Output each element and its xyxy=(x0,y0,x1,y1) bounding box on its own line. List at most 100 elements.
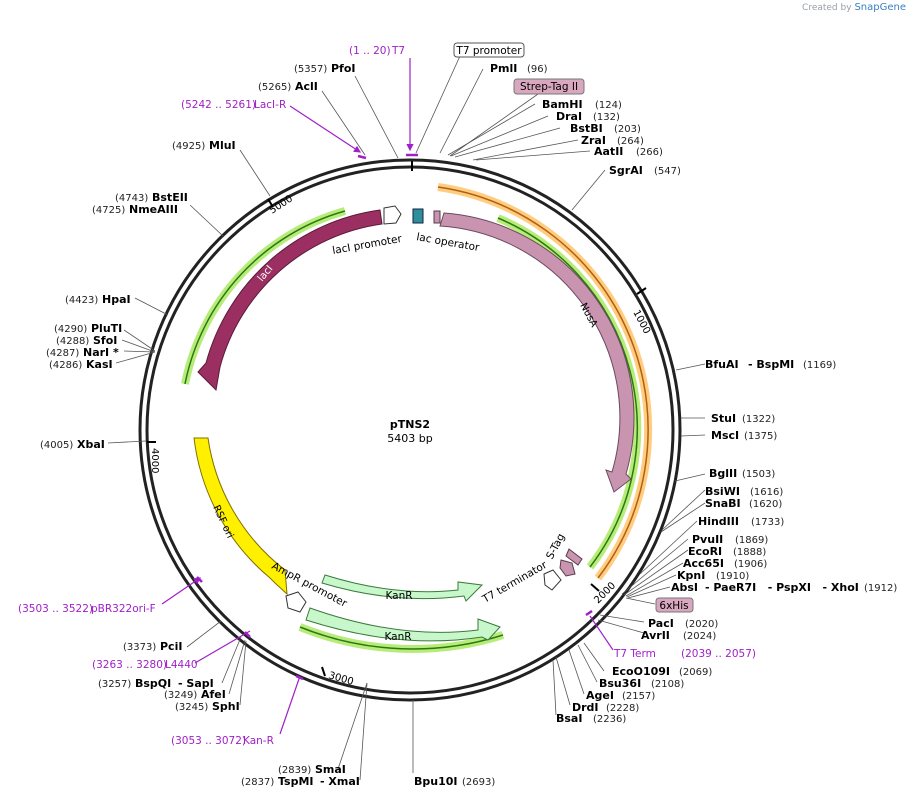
primer-t7-range: (1 .. 20) xyxy=(349,45,391,57)
site-labels: (5357) PfoI (5265) AclI (4925) MluI (474… xyxy=(40,62,897,788)
site-sgrai-pos: (547) xyxy=(654,166,681,177)
ruler-tick-5000 xyxy=(267,198,274,208)
site-sgrai-name: SgrAI xyxy=(609,164,643,177)
primer-kan-r-name: Kan-R xyxy=(243,735,274,747)
site-acli-pos: (5265) xyxy=(258,82,291,93)
feature-s-tag-b[interactable] xyxy=(565,548,583,566)
strep-tag-label: Strep-Tag II xyxy=(520,81,578,93)
feature-kanr-1[interactable] xyxy=(321,574,484,602)
primer-pbr322ori-f-name: pBR322ori-F xyxy=(91,603,156,615)
feature-ampr-promoter[interactable] xyxy=(285,591,307,613)
credit-prefix: Created by xyxy=(802,3,852,13)
plasmid-size: 5403 bp xyxy=(387,432,432,445)
strep-tag-box[interactable] xyxy=(513,78,585,95)
site-bstbi-name: BstBI xyxy=(570,122,603,135)
site-tspmi-pos: (2837) xyxy=(241,777,274,788)
site-zrai-name: ZraI xyxy=(581,134,606,147)
site-drdi-pos: (2228) xyxy=(606,703,639,714)
site-pcii-pos: (3373) xyxy=(123,642,156,653)
site-tspmi-name: TspMI xyxy=(278,775,314,788)
site-mlui-name: MluI xyxy=(209,139,236,152)
site-smai-pos: (2839) xyxy=(278,765,311,776)
site-bamhi-name: BamHI xyxy=(542,98,583,111)
primer-arrow-t7-term xyxy=(589,615,614,651)
site-paci-name: PacI xyxy=(648,617,674,630)
site-ecoo109i-pos: (2069) xyxy=(679,667,712,678)
feature-highlights xyxy=(181,183,653,653)
site-nari-pos: (4287) xyxy=(46,348,79,359)
backbone-outer-ring xyxy=(138,158,682,702)
site-ecori-name: EcoRI xyxy=(688,545,722,558)
primer-laci-r-name: LacI-R xyxy=(254,99,286,111)
primer-t7-name: T7 xyxy=(391,45,405,57)
site-aatii-name: AatII xyxy=(594,145,623,158)
backbone xyxy=(138,158,682,702)
site-hindiii-name: HindIII xyxy=(698,515,739,528)
6xhis-box[interactable] xyxy=(655,597,694,613)
site-sapi-name: - SapI xyxy=(178,677,214,690)
site-hpai-name: HpaI xyxy=(102,293,131,306)
site-stui-name: StuI xyxy=(711,412,736,425)
site-msci-name: MscI xyxy=(711,429,739,442)
site-bsai-name: BsaI xyxy=(556,712,582,725)
t7-promoter-label: T7 promoter xyxy=(455,45,522,57)
6xhis-label: 6xHis xyxy=(659,600,688,612)
site-hpai-pos: (4423) xyxy=(65,295,98,306)
site-xbai-name: XbaI xyxy=(77,438,105,451)
site-bglii-name: BglII xyxy=(709,467,737,480)
site-bpu10i-name: Bpu10I xyxy=(414,775,458,788)
site-smai-name: SmaI xyxy=(315,763,346,776)
feature-s-tag[interactable] xyxy=(559,559,576,577)
site-sphi-pos: (3245) xyxy=(175,702,208,713)
backbone-inner-ring xyxy=(145,165,675,695)
site-pvuii-name: PvuII xyxy=(692,533,723,546)
feature-nusa[interactable] xyxy=(439,212,635,493)
site-bsteii-pos: (4743) xyxy=(115,193,148,204)
site-acc65i-name: Acc65I xyxy=(683,557,724,570)
site-kasi-name: KasI xyxy=(86,358,113,371)
site-bstbi-pos: (203) xyxy=(614,124,641,135)
site-agei-pos: (2157) xyxy=(622,691,655,702)
site-bsiwi-name: BsiWI xyxy=(705,485,740,498)
site-bspqi-pos: (3257) xyxy=(98,679,131,690)
site-bfuai-name: BfuAI xyxy=(705,358,739,371)
leader-lines xyxy=(107,55,706,781)
site-stui-pos: (1322) xyxy=(742,414,775,425)
site-kpni-pos: (1910) xyxy=(716,571,749,582)
site-mlui-pos: (4925) xyxy=(172,141,205,152)
site-msci-pos: (1375) xyxy=(744,431,777,442)
feature-rsf-ori[interactable] xyxy=(193,437,288,596)
site-bamhi-pos: (124) xyxy=(595,100,622,111)
site-acli-name: AclI xyxy=(295,80,318,93)
ruler-label-2000: 2000 xyxy=(592,580,618,606)
feature-laci[interactable] xyxy=(197,209,383,392)
ruler-tick-2000 xyxy=(590,583,600,592)
site-drai-name: DraI xyxy=(556,110,582,123)
primer-arrow-l4440 xyxy=(194,630,251,664)
feature-kanr-2[interactable] xyxy=(305,607,501,642)
site-pmli-name: PmlI xyxy=(490,62,517,75)
ruler-tick-1000 xyxy=(636,287,647,295)
feature-strep-tag-marker[interactable] xyxy=(433,210,441,224)
site-sphi-name: SphI xyxy=(212,700,240,713)
site-pluti-name: PluTI xyxy=(91,322,122,335)
feature-label-t7-terminator: T7 terminator xyxy=(480,559,550,606)
feature-label-lac-operator: lac operator xyxy=(415,231,480,254)
site-acc65i-pos: (1906) xyxy=(734,559,767,570)
feature-lac-operator[interactable] xyxy=(412,208,424,224)
site-xmai-name: - XmaI xyxy=(320,775,360,788)
feature-label-laci-promoter: lacI promoter xyxy=(331,233,403,257)
site-sfoi-pos: (4288) xyxy=(56,336,89,347)
orange-highlight-line xyxy=(437,186,649,579)
t7-promoter-box[interactable] xyxy=(453,42,525,58)
primer-t7-term-name: T7 Term xyxy=(613,648,656,660)
site-bspqi-name: BspQI xyxy=(135,677,171,690)
primer-arrow-laci-r xyxy=(289,105,362,153)
primer-arrows xyxy=(161,58,614,735)
feature-t7-terminator[interactable] xyxy=(543,569,562,591)
site-pvuii-pos: (1869) xyxy=(735,535,768,546)
snapgene-credit: Created by SnapGene xyxy=(802,2,906,13)
feature-laci-promoter[interactable] xyxy=(383,205,402,225)
primer-marks xyxy=(196,153,593,681)
feature-label-kanr-1: KanR xyxy=(385,590,412,602)
